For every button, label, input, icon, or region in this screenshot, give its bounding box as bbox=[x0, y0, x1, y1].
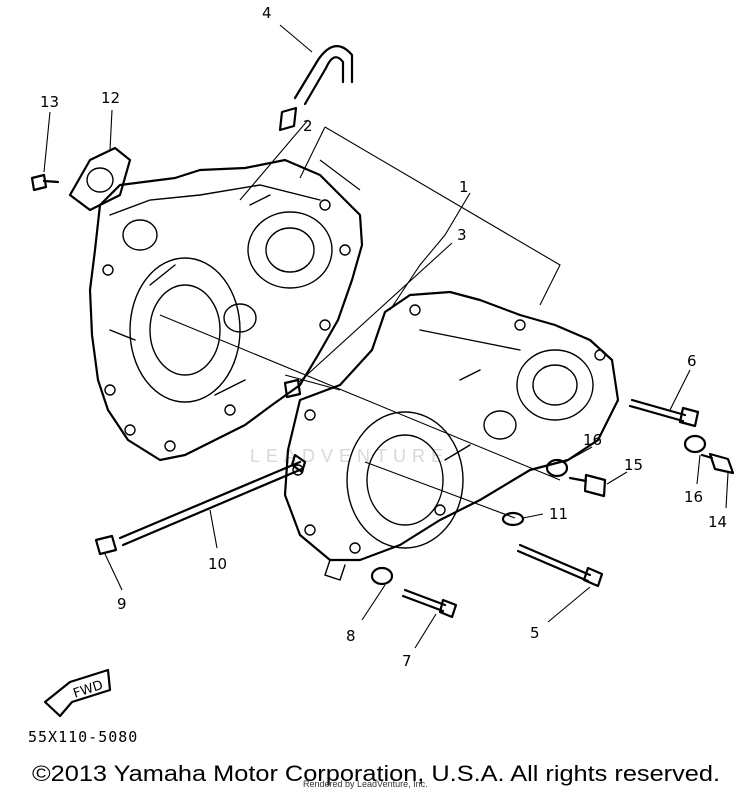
stud-bolt bbox=[118, 460, 304, 547]
callout-15: 15 bbox=[624, 456, 643, 474]
callout-3: 3 bbox=[457, 226, 467, 244]
bolt-7 bbox=[401, 588, 458, 619]
callout-16b: 16 bbox=[684, 488, 703, 506]
callout-5: 5 bbox=[530, 624, 540, 642]
bolt-5 bbox=[516, 543, 604, 588]
rendered-by-text: Rendered by LeadVenture, Inc. bbox=[303, 779, 428, 789]
callout-9: 9 bbox=[117, 595, 127, 613]
callout-12: 12 bbox=[101, 89, 120, 107]
callout-16a: 16 bbox=[583, 431, 602, 449]
callout-4: 4 bbox=[262, 4, 272, 22]
copyright-text: ©2013 Yamaha Motor Corporation, U.S.A. A… bbox=[32, 761, 720, 786]
leader-lines bbox=[43, 24, 729, 649]
crankcase-right bbox=[283, 290, 620, 581]
callout-13: 13 bbox=[40, 93, 59, 111]
dowel-pin-top bbox=[278, 106, 298, 132]
callout-8: 8 bbox=[346, 627, 356, 645]
crankcase-left bbox=[88, 158, 364, 462]
bolt-6 bbox=[628, 398, 700, 428]
watermark-text: LEADVENTURE bbox=[250, 446, 449, 466]
dowel-pin-middle bbox=[283, 378, 302, 399]
nut-9 bbox=[94, 534, 118, 556]
callout-2: 2 bbox=[303, 117, 313, 135]
cover-gasket bbox=[68, 146, 132, 212]
washer-16a bbox=[545, 458, 569, 478]
washer-16b bbox=[683, 434, 707, 454]
callout-11: 11 bbox=[549, 505, 568, 523]
callout-14: 14 bbox=[708, 513, 727, 531]
screw-13 bbox=[30, 173, 60, 192]
bolt-15 bbox=[568, 473, 607, 498]
o-ring bbox=[501, 511, 525, 527]
callout-7: 7 bbox=[402, 652, 412, 670]
washer-8 bbox=[370, 566, 394, 586]
callout-1: 1 bbox=[459, 178, 469, 196]
bolt-14 bbox=[700, 452, 735, 475]
diagram-code: 55X110-5080 bbox=[28, 728, 138, 746]
fwd-label: FWD bbox=[71, 678, 104, 702]
fwd-arrow: FWD bbox=[43, 668, 112, 718]
callout-6: 6 bbox=[687, 352, 697, 370]
callout-10: 10 bbox=[208, 555, 227, 573]
breather-hose bbox=[293, 45, 354, 106]
